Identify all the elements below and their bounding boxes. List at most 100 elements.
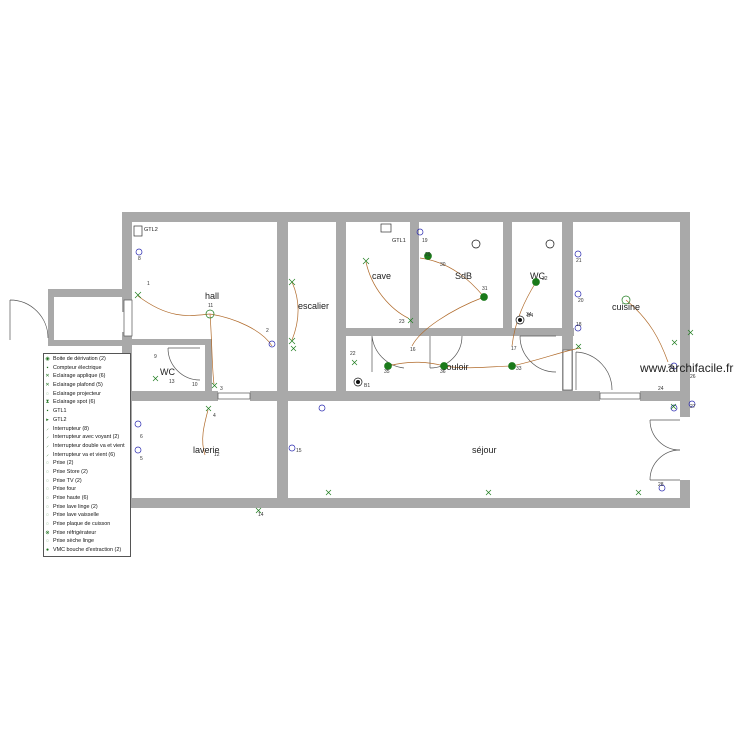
room-labels: hall escalier cave SdB WC cuisine WC cou…	[160, 271, 640, 455]
ref-number: 3	[220, 386, 223, 392]
switch-indicator-icon: ⸝	[46, 434, 49, 441]
ref-number: 20	[578, 298, 584, 304]
socket-icon	[574, 324, 582, 332]
wire-hall-1	[137, 295, 211, 316]
hob-socket-icon: ◌	[46, 521, 49, 528]
door-frame-entry	[123, 299, 133, 337]
legend-item: ▪GTL1	[44, 407, 130, 416]
socket-icon	[658, 484, 666, 492]
legend-item-label: Interrupteur double va et vient	[53, 442, 125, 449]
ref-number: 5	[140, 456, 143, 462]
window-laverie	[217, 392, 251, 400]
ref-number: 26	[690, 374, 696, 380]
spot-light-icon	[440, 362, 448, 370]
legend-item: ⊗Prise réfrigérateur	[44, 529, 130, 538]
ref-number: 28	[658, 482, 664, 488]
legend-item: ◌Prise TV (2)	[44, 477, 130, 486]
projector-light-icon: ◌	[46, 390, 49, 397]
legend-item: ⸝Interrupteur (8)	[44, 425, 130, 434]
legend-item-label: Interrupteur (8)	[53, 425, 89, 432]
room-laverie: laverie	[193, 445, 220, 455]
legend-item: ⸝Interrupteur avec voyant (2)	[44, 433, 130, 442]
spot-light-icon	[508, 362, 516, 370]
legend-item-label: Prise lave vaisselle	[53, 512, 99, 519]
legend-item: ▪Compteur électrique	[44, 364, 130, 373]
switch-icon	[152, 375, 159, 382]
legend-item: ◉Boite de dérivation (2)	[44, 355, 130, 364]
switch-icon	[671, 339, 678, 346]
wall-bottom	[122, 498, 690, 508]
door-frame-couloir	[562, 349, 573, 391]
wall-wc-cuisine	[562, 212, 573, 392]
ref-number: 2	[266, 328, 269, 334]
legend-item-label: Eclairage projecteur	[53, 390, 101, 397]
legend-item: ◌Prise Store (2)	[44, 468, 130, 477]
room-sejour: séjour	[472, 445, 497, 455]
legend-item: ◌ Prise plaque de cuisson	[44, 520, 130, 529]
switch-icon	[211, 382, 218, 389]
switch-icon	[351, 359, 358, 366]
socket-icon	[325, 489, 332, 496]
legend-item: ▸GTL2	[44, 416, 130, 425]
ref-number: 31	[482, 286, 488, 292]
legend-item: ⸝Interrupteur va et vient (6)	[44, 451, 130, 460]
legend-item-label: GTL2	[53, 416, 67, 423]
socket-icon	[687, 329, 694, 336]
wall-entry-top	[48, 289, 132, 297]
legend-item-label: Prise four	[53, 486, 77, 493]
legend-item-label: Prise plaque de cuisson	[53, 521, 111, 528]
wire-laverie	[202, 409, 209, 456]
socket-icon	[290, 345, 297, 352]
two-way-switch-icon: ⸝	[46, 451, 49, 458]
legend-item-label: Eclairage applique (6)	[53, 373, 106, 380]
vmc-icon	[471, 239, 481, 249]
doors	[9, 299, 681, 481]
legend-item-label: Boite de dérivation (2)	[53, 356, 106, 362]
socket-icon	[670, 362, 678, 370]
gtl2-label: GTL2	[144, 227, 158, 233]
wall-light-icon	[362, 257, 370, 265]
ref-number: 18	[576, 322, 582, 328]
legend-item: ◌ Prise (2)	[44, 459, 130, 468]
socket-icon	[416, 228, 424, 236]
dishwasher-socket-icon: ◌	[46, 512, 49, 519]
wire-couloir-3	[511, 347, 581, 367]
socket-icon: ◌	[46, 460, 49, 467]
ref-number: 27	[690, 404, 696, 410]
legend-item: ◌ Eclairage projecteur	[44, 390, 130, 399]
wire-cuisine	[625, 299, 669, 363]
legend-item-label: Eclairage plafond (5)	[53, 382, 103, 389]
wall-cave-sdb	[410, 212, 419, 332]
derivation-box-icon: ◉	[45, 356, 50, 362]
wire-couloir	[387, 361, 445, 367]
wire-hall-3	[209, 313, 215, 385]
ref-number: 23	[399, 319, 405, 325]
spot-light-icon	[532, 278, 540, 286]
switch-icon	[407, 317, 414, 324]
wall-wc-left-top	[122, 339, 212, 345]
high-socket-icon: ◌	[46, 495, 49, 501]
wall-sdb-wc	[503, 212, 512, 332]
legend-item-label: Prise (2)	[53, 460, 74, 467]
wire-wc	[511, 281, 537, 347]
socket-icon	[318, 404, 326, 412]
legend-item-label: Prise lave linge (2)	[53, 503, 98, 510]
legend-item-label: VMC bouche d'extraction (2)	[53, 547, 122, 554]
gtl2-icon	[133, 225, 143, 237]
wiring	[137, 257, 669, 456]
wall-entry-bottom	[48, 340, 132, 346]
ref-number: 19	[422, 238, 428, 244]
double-switch-icon: ⸝	[46, 442, 49, 449]
ref-number: 30	[440, 262, 446, 268]
socket-icon	[485, 489, 492, 496]
socket-icon	[255, 507, 262, 514]
legend-item: ◌Prise haute (6)	[44, 494, 130, 503]
wall-mid-horizontal	[122, 391, 218, 401]
ceiling-light-icon	[205, 309, 215, 319]
socket-icon	[134, 446, 142, 454]
room-couloir: couloir	[442, 362, 469, 372]
spot-light-icon	[424, 252, 432, 260]
legend-item-label: Eclairage spot (6)	[53, 399, 96, 406]
door-entry	[9, 299, 49, 340]
ref-number: 9	[154, 354, 157, 360]
